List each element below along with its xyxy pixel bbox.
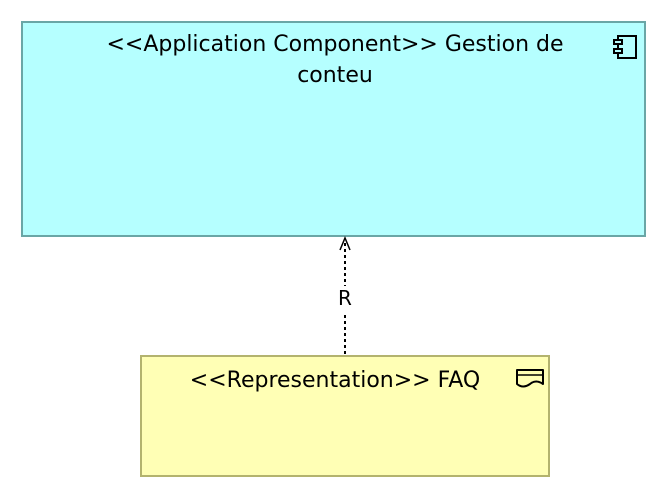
application-component-icon — [612, 34, 638, 60]
representation-icon — [514, 368, 546, 390]
application-component-title: <<Application Component>> Gestion de con… — [106, 32, 564, 88]
connection-label: R — [338, 286, 352, 310]
application-component-node[interactable]: <<Application Component>> Gestion de con… — [21, 21, 646, 237]
representation-title: <<Representation>> FAQ — [189, 368, 481, 393]
representation-node[interactable]: <<Representation>> FAQ — [140, 355, 550, 477]
realization-arrowhead — [339, 236, 351, 251]
